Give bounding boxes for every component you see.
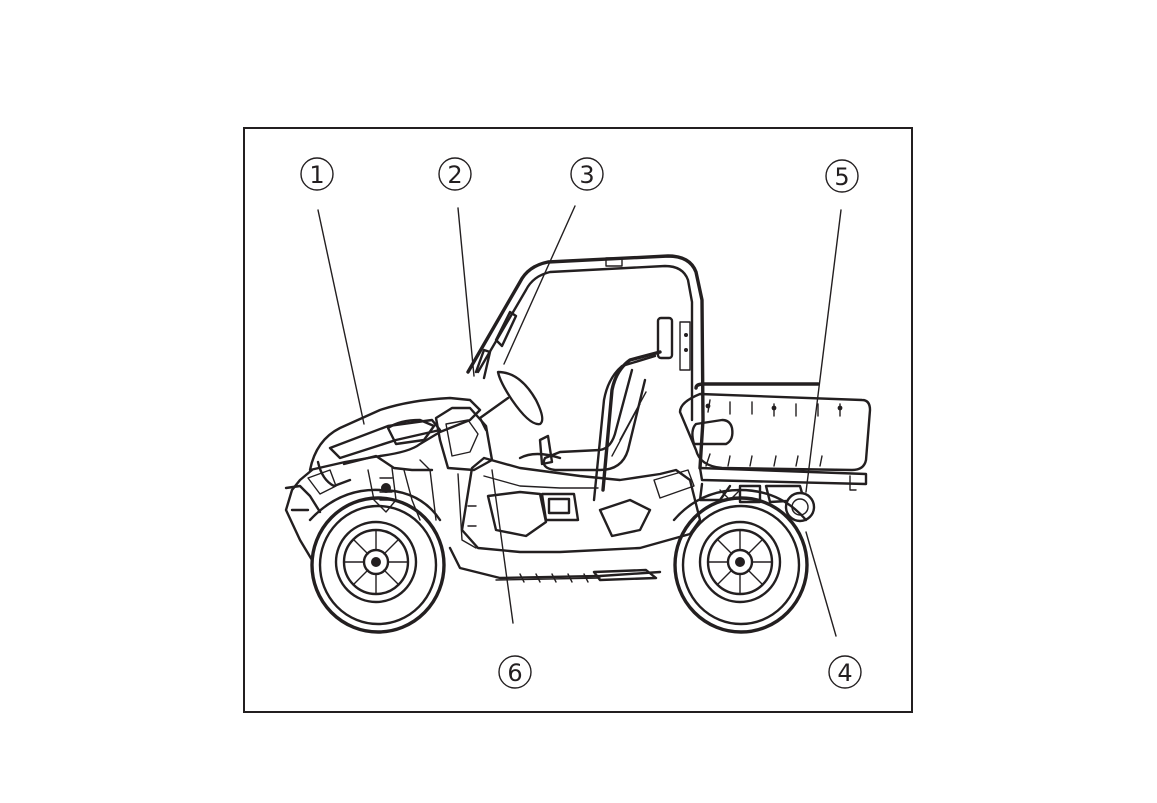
side-panel	[457, 456, 702, 554]
leader-line-1	[317, 209, 365, 425]
callout-5: 5	[825, 159, 859, 193]
leader-line-4	[805, 531, 837, 637]
utv-illustration	[284, 254, 872, 634]
callout-label-1: 1	[309, 161, 324, 189]
callout-circle	[828, 655, 862, 689]
running-board	[448, 546, 662, 583]
callout-circle	[825, 159, 859, 193]
callout-circle	[438, 157, 472, 191]
cargo-bed	[678, 382, 872, 491]
callout-circle	[498, 655, 532, 689]
callout-6: 6	[498, 655, 532, 689]
leader-line-2	[457, 207, 475, 377]
callout-label-6: 6	[507, 659, 522, 687]
callout-4: 4	[828, 655, 862, 689]
callout-label-3: 3	[579, 161, 594, 189]
callout-circle	[570, 157, 604, 191]
callout-circle	[300, 157, 334, 191]
leader-lines	[317, 205, 842, 637]
callout-1: 1	[300, 157, 334, 191]
rear-wheel	[672, 488, 809, 634]
callout-label-2: 2	[447, 161, 462, 189]
diagram-frame	[243, 127, 913, 713]
callout-2: 2	[438, 157, 472, 191]
steering	[478, 370, 562, 466]
callout-label-5: 5	[834, 163, 849, 191]
front-wheel	[308, 488, 446, 634]
leader-line-6	[491, 469, 514, 624]
callout-label-4: 4	[837, 659, 852, 687]
roll-cage	[466, 254, 705, 502]
leader-line-5	[805, 209, 842, 493]
seat	[542, 368, 647, 472]
leader-line-3	[503, 205, 576, 365]
callout-3: 3	[570, 157, 604, 191]
